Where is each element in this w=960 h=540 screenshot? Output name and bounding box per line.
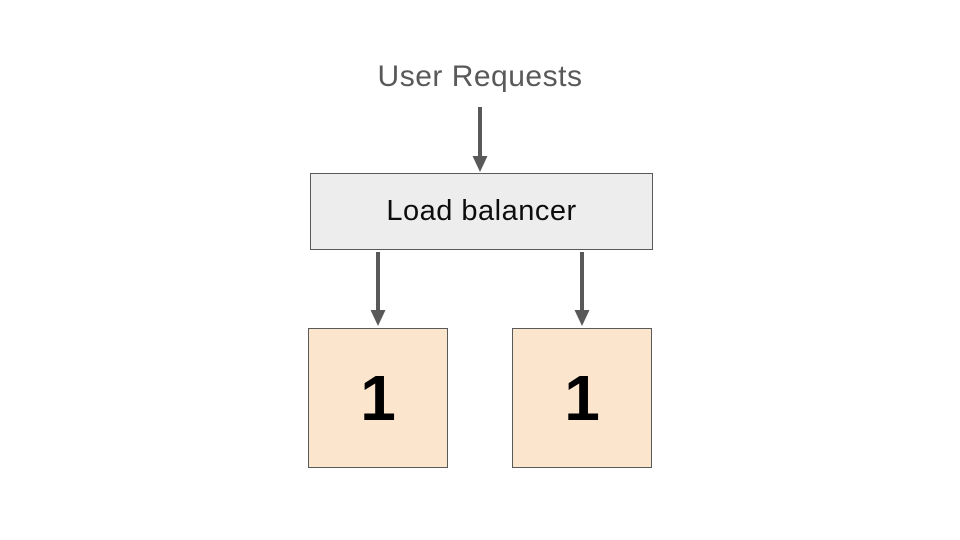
- load-balancer-node: Load balancer: [310, 173, 653, 250]
- diagram-title: User Requests: [377, 60, 583, 93]
- server-2-label: 1: [564, 362, 600, 434]
- server-node-2: 1: [512, 328, 652, 468]
- arrow-loadbalancer-to-server-2: [574, 252, 590, 326]
- load-balancer-label: Load balancer: [386, 195, 577, 227]
- server-node-1: 1: [308, 328, 448, 468]
- arrow-user-to-loadbalancer: [472, 107, 488, 172]
- server-1-label: 1: [360, 362, 396, 434]
- arrow-loadbalancer-to-server-1: [370, 252, 386, 326]
